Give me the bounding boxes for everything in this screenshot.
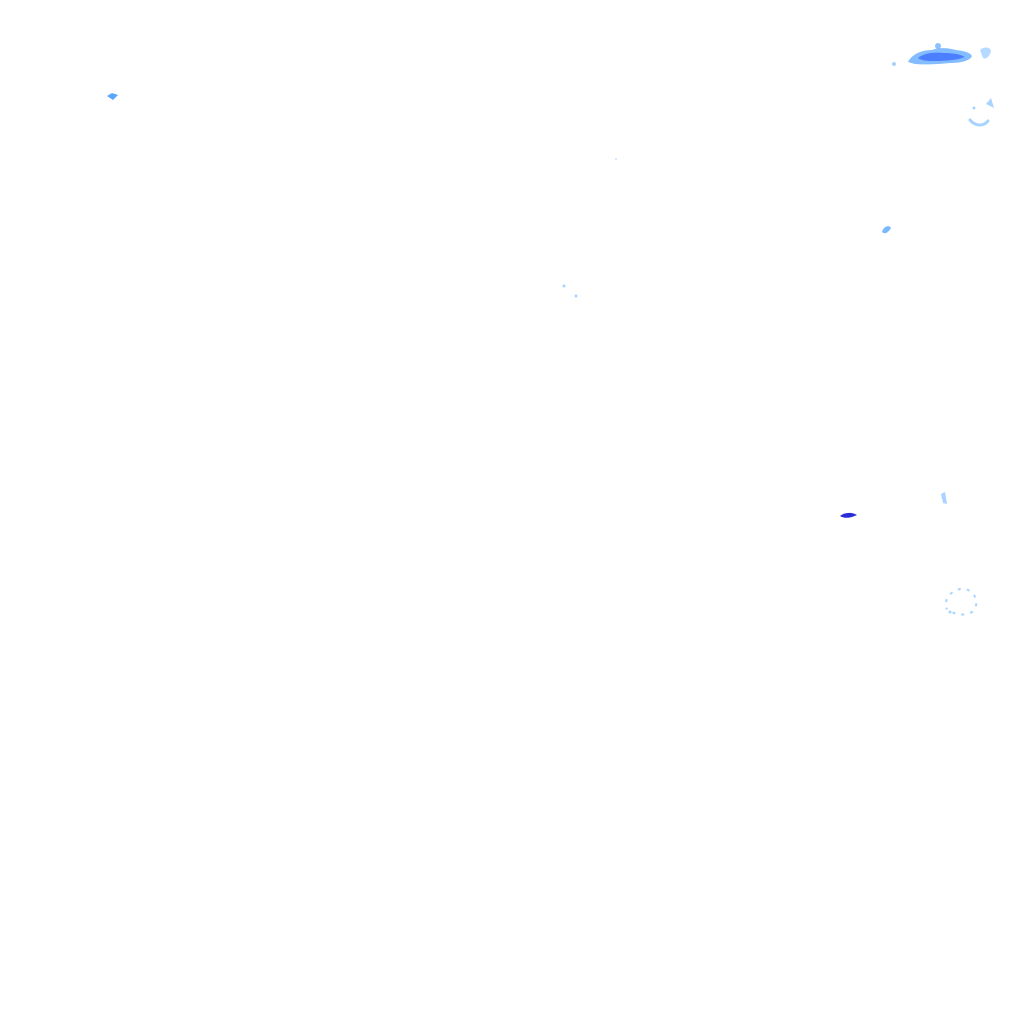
echo-east-small: [882, 226, 891, 234]
echo-southeast-ring: [945, 588, 978, 616]
echo-central-flecks: [562, 158, 617, 298]
echo-southeast-band: [840, 512, 857, 518]
echo-northeast-speck: [892, 62, 896, 66]
echo-northeast-cluster-core: [918, 52, 965, 61]
echo-northwest-speck: [107, 93, 118, 100]
echo-northeast-cluster: [892, 43, 991, 66]
echo-east-arc: [968, 98, 994, 127]
echo-southeast-sliver: [941, 492, 947, 504]
